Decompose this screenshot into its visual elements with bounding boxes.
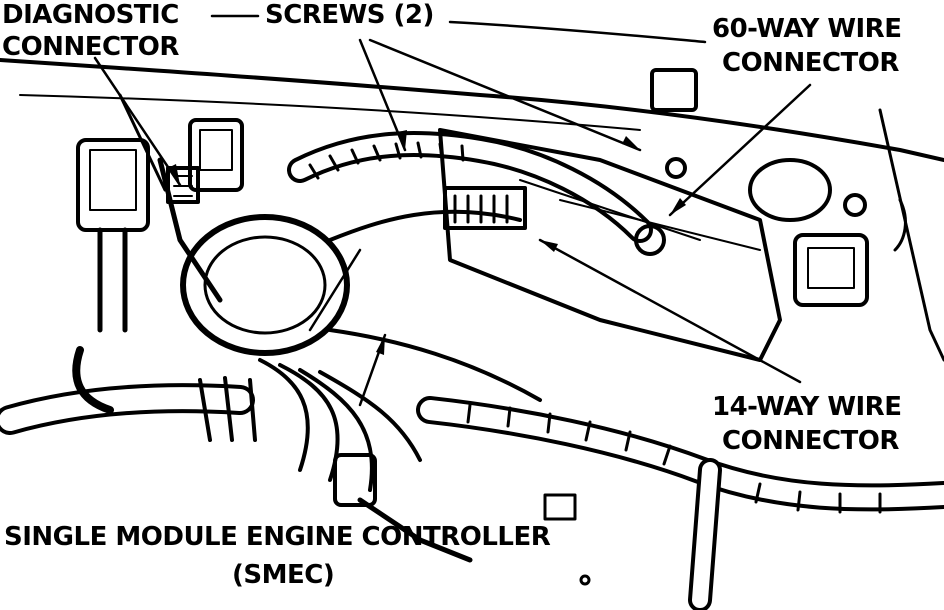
leader-14way bbox=[538, 238, 802, 384]
label-sixty-way-line2: CONNECTOR bbox=[722, 48, 899, 78]
smec-round-housing bbox=[180, 209, 542, 402]
relay-cluster-left bbox=[76, 93, 244, 333]
label-sixty-way-line1: 60-WAY WIRE bbox=[712, 14, 902, 44]
label-diagnostic-line1: DIAGNOSTIC bbox=[2, 0, 179, 30]
fender-inner-edge bbox=[19, 94, 641, 131]
relay-block-right bbox=[748, 158, 907, 307]
hood-bracket bbox=[650, 68, 698, 112]
leader-arrowheads bbox=[168, 130, 686, 355]
leader-lines bbox=[93, 14, 812, 407]
left-wire-bundle bbox=[0, 346, 257, 442]
small-bolt-bottom bbox=[579, 574, 591, 586]
leader-screw-right bbox=[368, 38, 642, 152]
leader-screws-to-60way bbox=[448, 20, 707, 44]
leader-smec-upper bbox=[308, 248, 362, 332]
diagnostic-connector-body bbox=[166, 166, 200, 204]
label-smec-line1: SINGLE MODULE ENGINE CONTROLLER bbox=[4, 522, 551, 552]
lower-wire-harness bbox=[416, 396, 944, 610]
wiring-nest bbox=[258, 358, 473, 563]
sixty-way-connector-module bbox=[438, 128, 782, 362]
leader-screw-left bbox=[358, 38, 407, 152]
label-diagnostic-line2: CONNECTOR bbox=[2, 32, 179, 62]
cowl-line bbox=[878, 108, 944, 362]
fender-edge bbox=[0, 58, 944, 162]
small-bracket-bottom bbox=[543, 493, 577, 521]
leader-diagnostic bbox=[93, 56, 182, 187]
label-screws: SCREWS (2) bbox=[265, 0, 434, 30]
label-fourteen-way-line1: 14-WAY WIRE bbox=[712, 392, 902, 422]
label-fourteen-way-line2: CONNECTOR bbox=[722, 426, 899, 456]
leader-60way bbox=[668, 83, 812, 217]
label-smec-line2: (SMEC) bbox=[232, 560, 335, 590]
